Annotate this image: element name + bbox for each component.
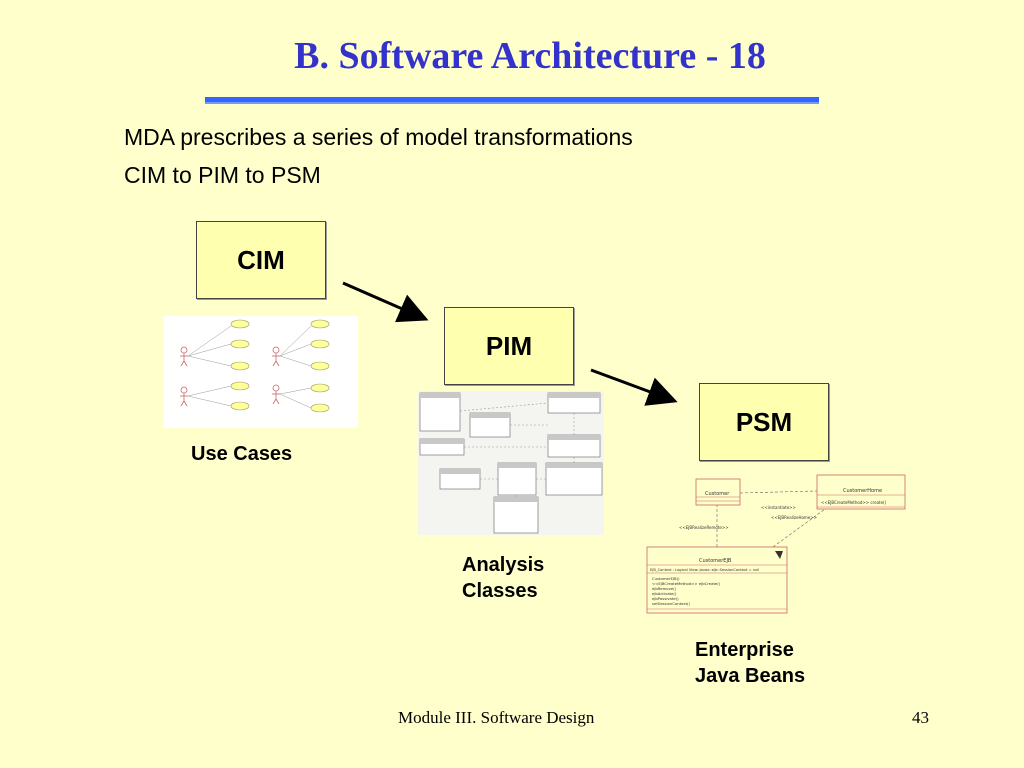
caption-ejb-line-1: Enterprise <box>695 639 794 661</box>
ejb-op: <<EJBCreateMethod>> ejbCreate() <box>652 581 721 586</box>
ejb-customer-label: Customer <box>705 491 730 497</box>
ejb-context-attr: EJB_Context : Logical View::javax::ejb::… <box>650 568 759 572</box>
arrow-cim-to-pim <box>342 281 429 323</box>
psm-box: PSM <box>699 383 829 461</box>
analysis-class-diagram-image <box>418 391 604 535</box>
caption-use-cases: Use Cases <box>191 443 293 465</box>
ejb-customerejb-label: CustomerEJB <box>699 558 732 564</box>
footer-module-name: Module III. Software Design <box>398 708 595 727</box>
ejb-op: setSessionContext() <box>652 601 691 606</box>
body-text-line-1: MDA prescribes a series of model transfo… <box>124 124 633 150</box>
caption-analysis-line-1: Analysis <box>462 554 545 576</box>
ejb-customerhome-label: CustomerHome <box>843 488 882 494</box>
caption-ejb-line-2: Java Beans <box>695 665 806 687</box>
ejb-realize-remote-label: <<EJBRealizeRemote>> <box>679 525 729 530</box>
footer-page-number: 43 <box>912 708 929 727</box>
ejb-customerhome-op: <<EJBCreateMethod>> create() <box>821 500 887 505</box>
caption-enterprise-java-beans: Enterprise Java Beans <box>695 637 805 689</box>
caption-analysis-line-2: Classes <box>462 580 538 602</box>
ejb-op: ejbPassivate() <box>652 596 679 601</box>
ejb-bean-icon <box>775 551 783 559</box>
ejb-op: ejbActivate() <box>652 591 677 596</box>
ejb-realize-home-label: <<EJBRealizeHome>> <box>771 515 817 520</box>
ejb-op: CustomerEJB() <box>652 576 680 581</box>
use-case-diagram-image <box>164 316 358 428</box>
body-text-line-2: CIM to PIM to PSM <box>124 162 321 188</box>
caption-analysis-classes: Analysis Classes <box>462 552 544 604</box>
cim-box: CIM <box>196 221 326 299</box>
pim-box: PIM <box>444 307 574 385</box>
ejb-class-diagram-image: Customer CustomerHome <<EJBCreateMethod>… <box>643 473 906 616</box>
slide-title: B. Software Architecture - 18 <box>294 35 766 77</box>
title-underline <box>205 97 819 104</box>
ejb-instantiate-label: <<instantiate>> <box>761 505 796 510</box>
ejb-op: ejbRemove() <box>652 586 677 591</box>
